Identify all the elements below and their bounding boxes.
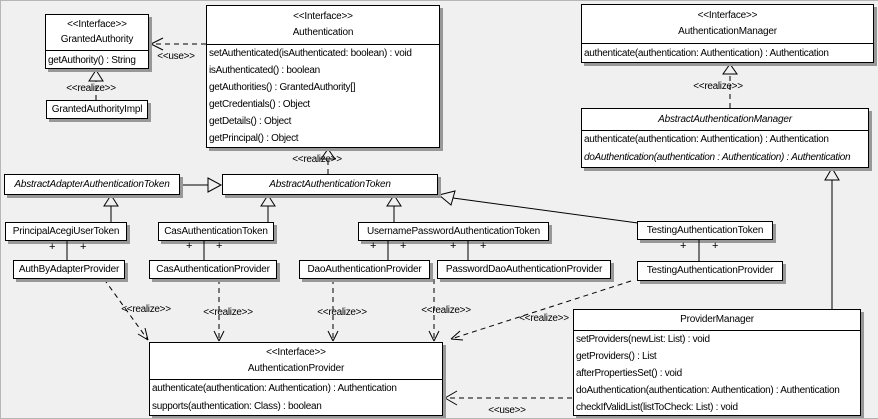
association-plus-marker: + xyxy=(369,240,377,252)
class-abstract-authentication-manager[interactable]: AbstractAuthenticationManager authentica… xyxy=(581,108,869,168)
association-plus-marker: + xyxy=(215,240,223,252)
class-stereotype: <<Interface>> xyxy=(293,10,353,22)
class-stereotype: <<Interface>> xyxy=(697,9,758,21)
class-name: AbstractAdapterAuthenticationToken xyxy=(14,178,170,190)
class-stereotype: <<Interface>> xyxy=(67,18,127,30)
class-abstract-authentication-token[interactable]: AbstractAuthenticationToken xyxy=(222,174,438,195)
edge-generalization-provider-manager-to-abstract-authentication-manager xyxy=(825,168,839,309)
class-authentication-manager[interactable]: <<Interface>> AuthenticationManager auth… xyxy=(581,4,874,63)
class-cas-authentication-token[interactable]: CasAuthenticationToken xyxy=(158,222,274,241)
method: getDetails() : Object xyxy=(209,116,292,127)
class-username-password-authentication-token[interactable]: UsernamePasswordAuthenticationToken xyxy=(358,222,549,241)
method: setAuthenticated(isAuthenticated: boolea… xyxy=(209,48,412,59)
edge-generalization-usernamepassword-token-to-abstract-token xyxy=(387,195,401,222)
method: afterPropertiesSet() : void xyxy=(576,368,682,379)
class-provider-manager[interactable]: ProviderManager setProviders(newList: Li… xyxy=(573,309,861,416)
class-auth-by-adapter-provider[interactable]: AuthByAdapterProvider xyxy=(13,260,125,279)
edge-label-realize-password-dao-provider: <<realize>> xyxy=(421,305,471,316)
class-testing-authentication-token[interactable]: TestingAuthenticationToken xyxy=(637,221,773,240)
association-plus-marker: + xyxy=(48,241,56,253)
class-title: ProviderManager xyxy=(574,310,860,331)
class-name: CasAuthenticationProvider xyxy=(156,263,270,275)
method: getPrincipal() : Object xyxy=(209,133,299,144)
class-name: GrantedAuthorityImpl xyxy=(51,103,143,115)
class-name: AuthByAdapterProvider xyxy=(18,263,120,275)
edge-label-realize-auth-by-adapter: <<realize>> xyxy=(121,304,171,315)
class-cas-authentication-provider[interactable]: CasAuthenticationProvider xyxy=(149,260,277,279)
edge-use-provider-manager-to-authentication-provider xyxy=(445,391,572,405)
class-name: GrantedAuthority xyxy=(60,34,134,46)
method: doAuthentication(authentication: Authent… xyxy=(576,385,840,396)
method: checkIfValidList(listToCheck: List) : vo… xyxy=(576,402,738,413)
association-plus-marker: + xyxy=(679,240,687,252)
class-name: ProviderManager xyxy=(680,314,754,325)
class-name: AbstractAuthenticationManager xyxy=(658,113,792,125)
association-plus-marker: + xyxy=(711,240,719,252)
class-abstract-adapter-authentication-token[interactable]: AbstractAdapterAuthenticationToken xyxy=(4,174,180,195)
class-authentication[interactable]: <<Interface>> Authentication setAuthenti… xyxy=(206,5,440,148)
class-password-dao-authentication-provider[interactable]: PasswordDaoAuthenticationProvider xyxy=(437,260,611,279)
class-principal-acegi-user-token[interactable]: PrincipalAcegiUserToken xyxy=(5,222,127,241)
class-granted-authority[interactable]: <<Interface>> GrantedAuthority getAuthor… xyxy=(45,14,149,69)
edge-use-authentication-to-granted-authority xyxy=(151,38,206,50)
edge-generalization-adapter-token-to-abstract-token xyxy=(180,178,221,192)
edge-label-realize-cas-provider: <<realize>> xyxy=(203,307,253,318)
class-title: <<Interface>> Authentication xyxy=(207,6,439,45)
method: setProviders(newList: List) : void xyxy=(576,334,710,345)
method: getCredentials() : Object xyxy=(209,99,310,110)
association-plus-marker: + xyxy=(79,241,87,253)
class-name: CasAuthenticationToken xyxy=(164,225,268,237)
association-plus-marker: + xyxy=(449,240,457,252)
class-name: AbstractAuthenticationToken xyxy=(269,178,391,190)
class-name: TestingAuthenticationToken xyxy=(646,224,764,236)
method: getAuthority() : String xyxy=(48,55,136,66)
class-name: UsernamePasswordAuthenticationToken xyxy=(366,225,541,237)
edge-generalization-cas-token-to-abstract-token xyxy=(261,195,275,222)
class-title: <<Interface>> GrantedAuthority xyxy=(46,15,148,51)
association-plus-marker: + xyxy=(399,240,407,252)
edge-label-realize-abstract-token: <<realize>> xyxy=(292,154,342,165)
association-plus-marker: + xyxy=(479,240,487,252)
class-testing-authentication-provider[interactable]: TestingAuthenticationProvider xyxy=(637,261,783,281)
class-title: <<Interface>> AuthenticationProvider xyxy=(150,343,442,380)
class-granted-authority-impl[interactable]: GrantedAuthorityImpl xyxy=(46,100,148,119)
edge-generalization-principal-acegi-to-adapter-token xyxy=(104,195,118,222)
method: doAuthentication(authentication : Authen… xyxy=(584,152,851,163)
method: authenticate(authentication: Authenticat… xyxy=(584,134,829,145)
class-dao-authentication-provider[interactable]: DaoAuthenticationProvider xyxy=(299,260,430,279)
method: getProviders() : List xyxy=(576,351,657,362)
class-authentication-provider[interactable]: <<Interface>> AuthenticationProvider aut… xyxy=(149,342,443,416)
association-plus-marker: + xyxy=(185,240,193,252)
edge-label-use-provider-manager: <<use>> xyxy=(488,405,526,416)
edge-label-realize-granted-authority-impl: <<realize>> xyxy=(66,83,116,94)
class-title: <<Interface>> AuthenticationManager xyxy=(582,5,873,44)
class-name: PrincipalAcegiUserToken xyxy=(12,225,120,237)
class-name: TestingAuthenticationProvider xyxy=(646,265,774,276)
class-title: AbstractAuthenticationManager xyxy=(582,109,868,131)
edge-label-realize-dao-provider: <<realize>> xyxy=(317,307,367,318)
method: getAuthorities() : GrantedAuthority[] xyxy=(209,82,356,93)
edge-label-use-granted-authority: <<use>> xyxy=(157,51,195,62)
class-name: DaoAuthenticationProvider xyxy=(307,263,422,275)
class-name: AuthenticationManager xyxy=(678,26,777,38)
class-name: Authentication xyxy=(292,27,354,39)
edge-label-realize-abstract-manager: <<realize>> xyxy=(693,81,743,92)
method: isAuthenticated() : boolean xyxy=(209,65,320,76)
method: authenticate(authentication: Authenticat… xyxy=(584,48,829,59)
edge-generalization-testing-token-to-abstract-token xyxy=(439,191,638,223)
class-name: PasswordDaoAuthenticationProvider xyxy=(445,263,603,275)
edge-label-realize-testing-provider: <<realize>> xyxy=(519,313,569,324)
method: authenticate(authentication: Authenticat… xyxy=(152,383,397,394)
class-name: AuthenticationProvider xyxy=(247,363,345,374)
method: supports(authentication: Class) : boolea… xyxy=(152,401,322,412)
class-stereotype: <<Interface>> xyxy=(266,347,326,358)
